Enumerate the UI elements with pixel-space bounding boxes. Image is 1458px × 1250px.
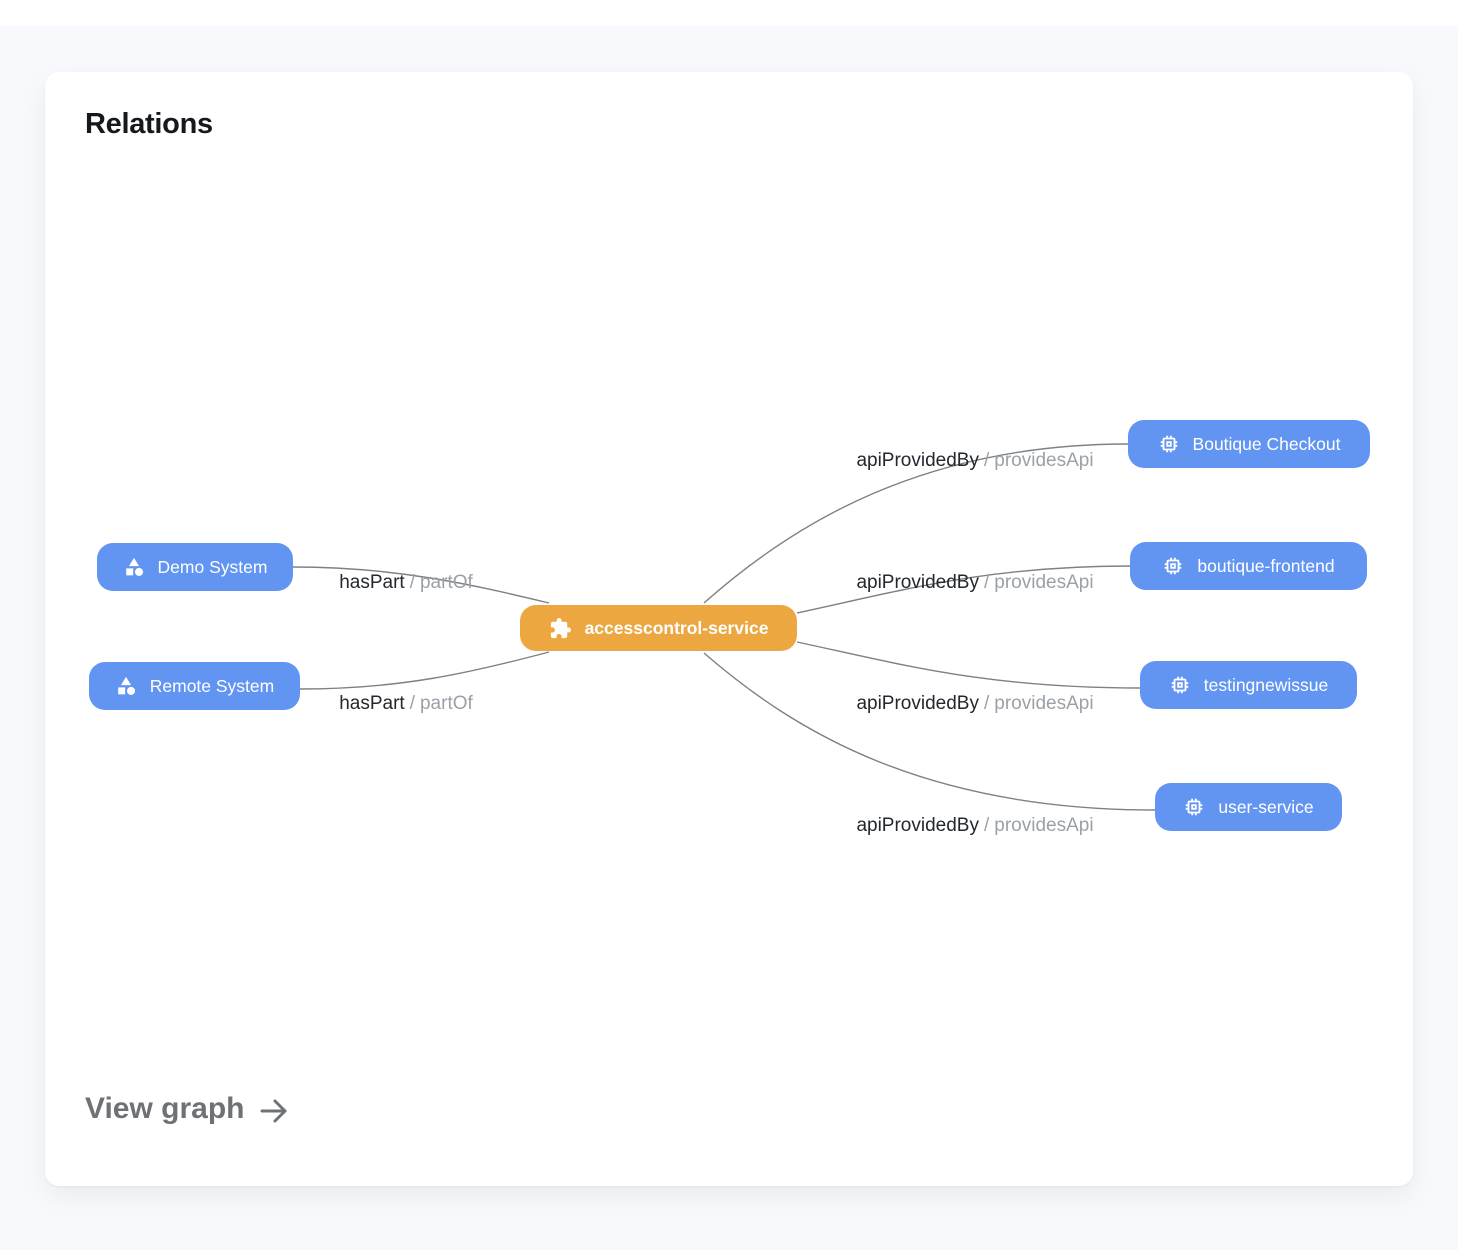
category-icon <box>115 675 137 697</box>
node-user-service[interactable]: user-service <box>1155 783 1342 831</box>
relations-card: Relations Demo System Remote System <box>45 72 1413 1186</box>
node-boutique-frontend[interactable]: boutique-frontend <box>1130 542 1367 590</box>
node-accesscontrol-service[interactable]: accesscontrol-service <box>520 605 797 651</box>
node-testingnewissue[interactable]: testingnewissue <box>1140 661 1357 709</box>
edge-testingnewissue <box>797 642 1140 688</box>
edge-label-api-boutique-checkout: apiProvidedBy/providesApi <box>856 450 1093 472</box>
chip-icon <box>1183 796 1205 818</box>
chip-icon <box>1162 555 1184 577</box>
edge-remote-system <box>300 652 549 689</box>
node-demo-system[interactable]: Demo System <box>97 543 293 591</box>
node-label: boutique-frontend <box>1197 556 1334 577</box>
edge-label-haspart-demo: hasPart/partOf <box>339 572 473 594</box>
edge-label-api-testingnewissue: apiProvidedBy/providesApi <box>856 693 1093 715</box>
edge-label-api-boutique-frontend: apiProvidedBy/providesApi <box>856 572 1093 594</box>
relations-diagram: Demo System Remote System accesscontrol-… <box>45 72 1413 1186</box>
node-label: accesscontrol-service <box>585 618 769 639</box>
top-strip <box>0 0 1458 26</box>
node-label: user-service <box>1218 797 1313 818</box>
view-graph-label: View graph <box>85 1092 245 1126</box>
edge-label-api-user-service: apiProvidedBy/providesApi <box>856 815 1093 837</box>
edge-user-service <box>704 653 1155 810</box>
node-label: Demo System <box>158 557 268 578</box>
chip-icon <box>1169 674 1191 696</box>
node-boutique-checkout[interactable]: Boutique Checkout <box>1128 420 1370 468</box>
node-label: testingnewissue <box>1204 675 1329 696</box>
category-icon <box>123 556 145 578</box>
chip-icon <box>1158 433 1180 455</box>
puzzle-icon <box>549 617 572 640</box>
view-graph-link[interactable]: View graph <box>85 1092 289 1126</box>
edge-label-haspart-remote: hasPart/partOf <box>339 693 473 715</box>
node-label: Remote System <box>150 676 274 697</box>
node-label: Boutique Checkout <box>1193 434 1341 455</box>
arrow-right-icon <box>259 1094 289 1125</box>
node-remote-system[interactable]: Remote System <box>89 662 300 710</box>
